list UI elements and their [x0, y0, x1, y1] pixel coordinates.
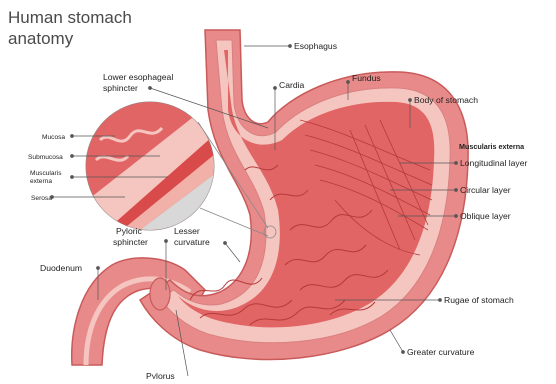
- label-muscularis-1: Muscularis: [30, 170, 62, 177]
- label-pyloric-2: sphincter: [113, 237, 148, 247]
- label-duodenum: Duodenum: [40, 263, 82, 273]
- label-lower-sphincter-1: Lower esophageal: [103, 72, 173, 82]
- label-pyloric-1: Pyloric: [116, 226, 142, 236]
- label-lesser-2: curvature: [174, 237, 210, 247]
- label-cardia: Cardia: [279, 80, 305, 90]
- label-longitudinal: Longitudinal layer: [460, 158, 528, 168]
- title-line-2: anatomy: [8, 28, 132, 49]
- diagram-title: Human stomach anatomy: [8, 7, 132, 49]
- label-body: Body of stomach: [414, 95, 478, 105]
- label-rugae: Rugae of stomach: [444, 295, 514, 305]
- label-oblique: Oblique layer: [460, 211, 511, 221]
- label-esophagus: Esophagus: [294, 41, 337, 51]
- label-fundus: Fundus: [352, 73, 381, 83]
- label-muscularis-externa: Muscularis externa: [459, 142, 525, 151]
- label-muscularis-2: externa: [30, 178, 52, 185]
- label-lesser-1: Lesser: [174, 226, 200, 236]
- label-lower-sphincter-2: sphincter: [103, 83, 138, 93]
- label-greater: Greater curvature: [407, 347, 475, 357]
- label-pylorus: Pylorus: [146, 371, 175, 379]
- title-line-1: Human stomach: [8, 7, 132, 28]
- pyloric-sphincter-shape: [150, 278, 170, 310]
- label-mucosa: Mucosa: [42, 134, 65, 141]
- label-circular: Circular layer: [460, 185, 511, 195]
- label-submucosa: Submucosa: [28, 154, 63, 161]
- label-serosa: Serosa: [31, 195, 52, 202]
